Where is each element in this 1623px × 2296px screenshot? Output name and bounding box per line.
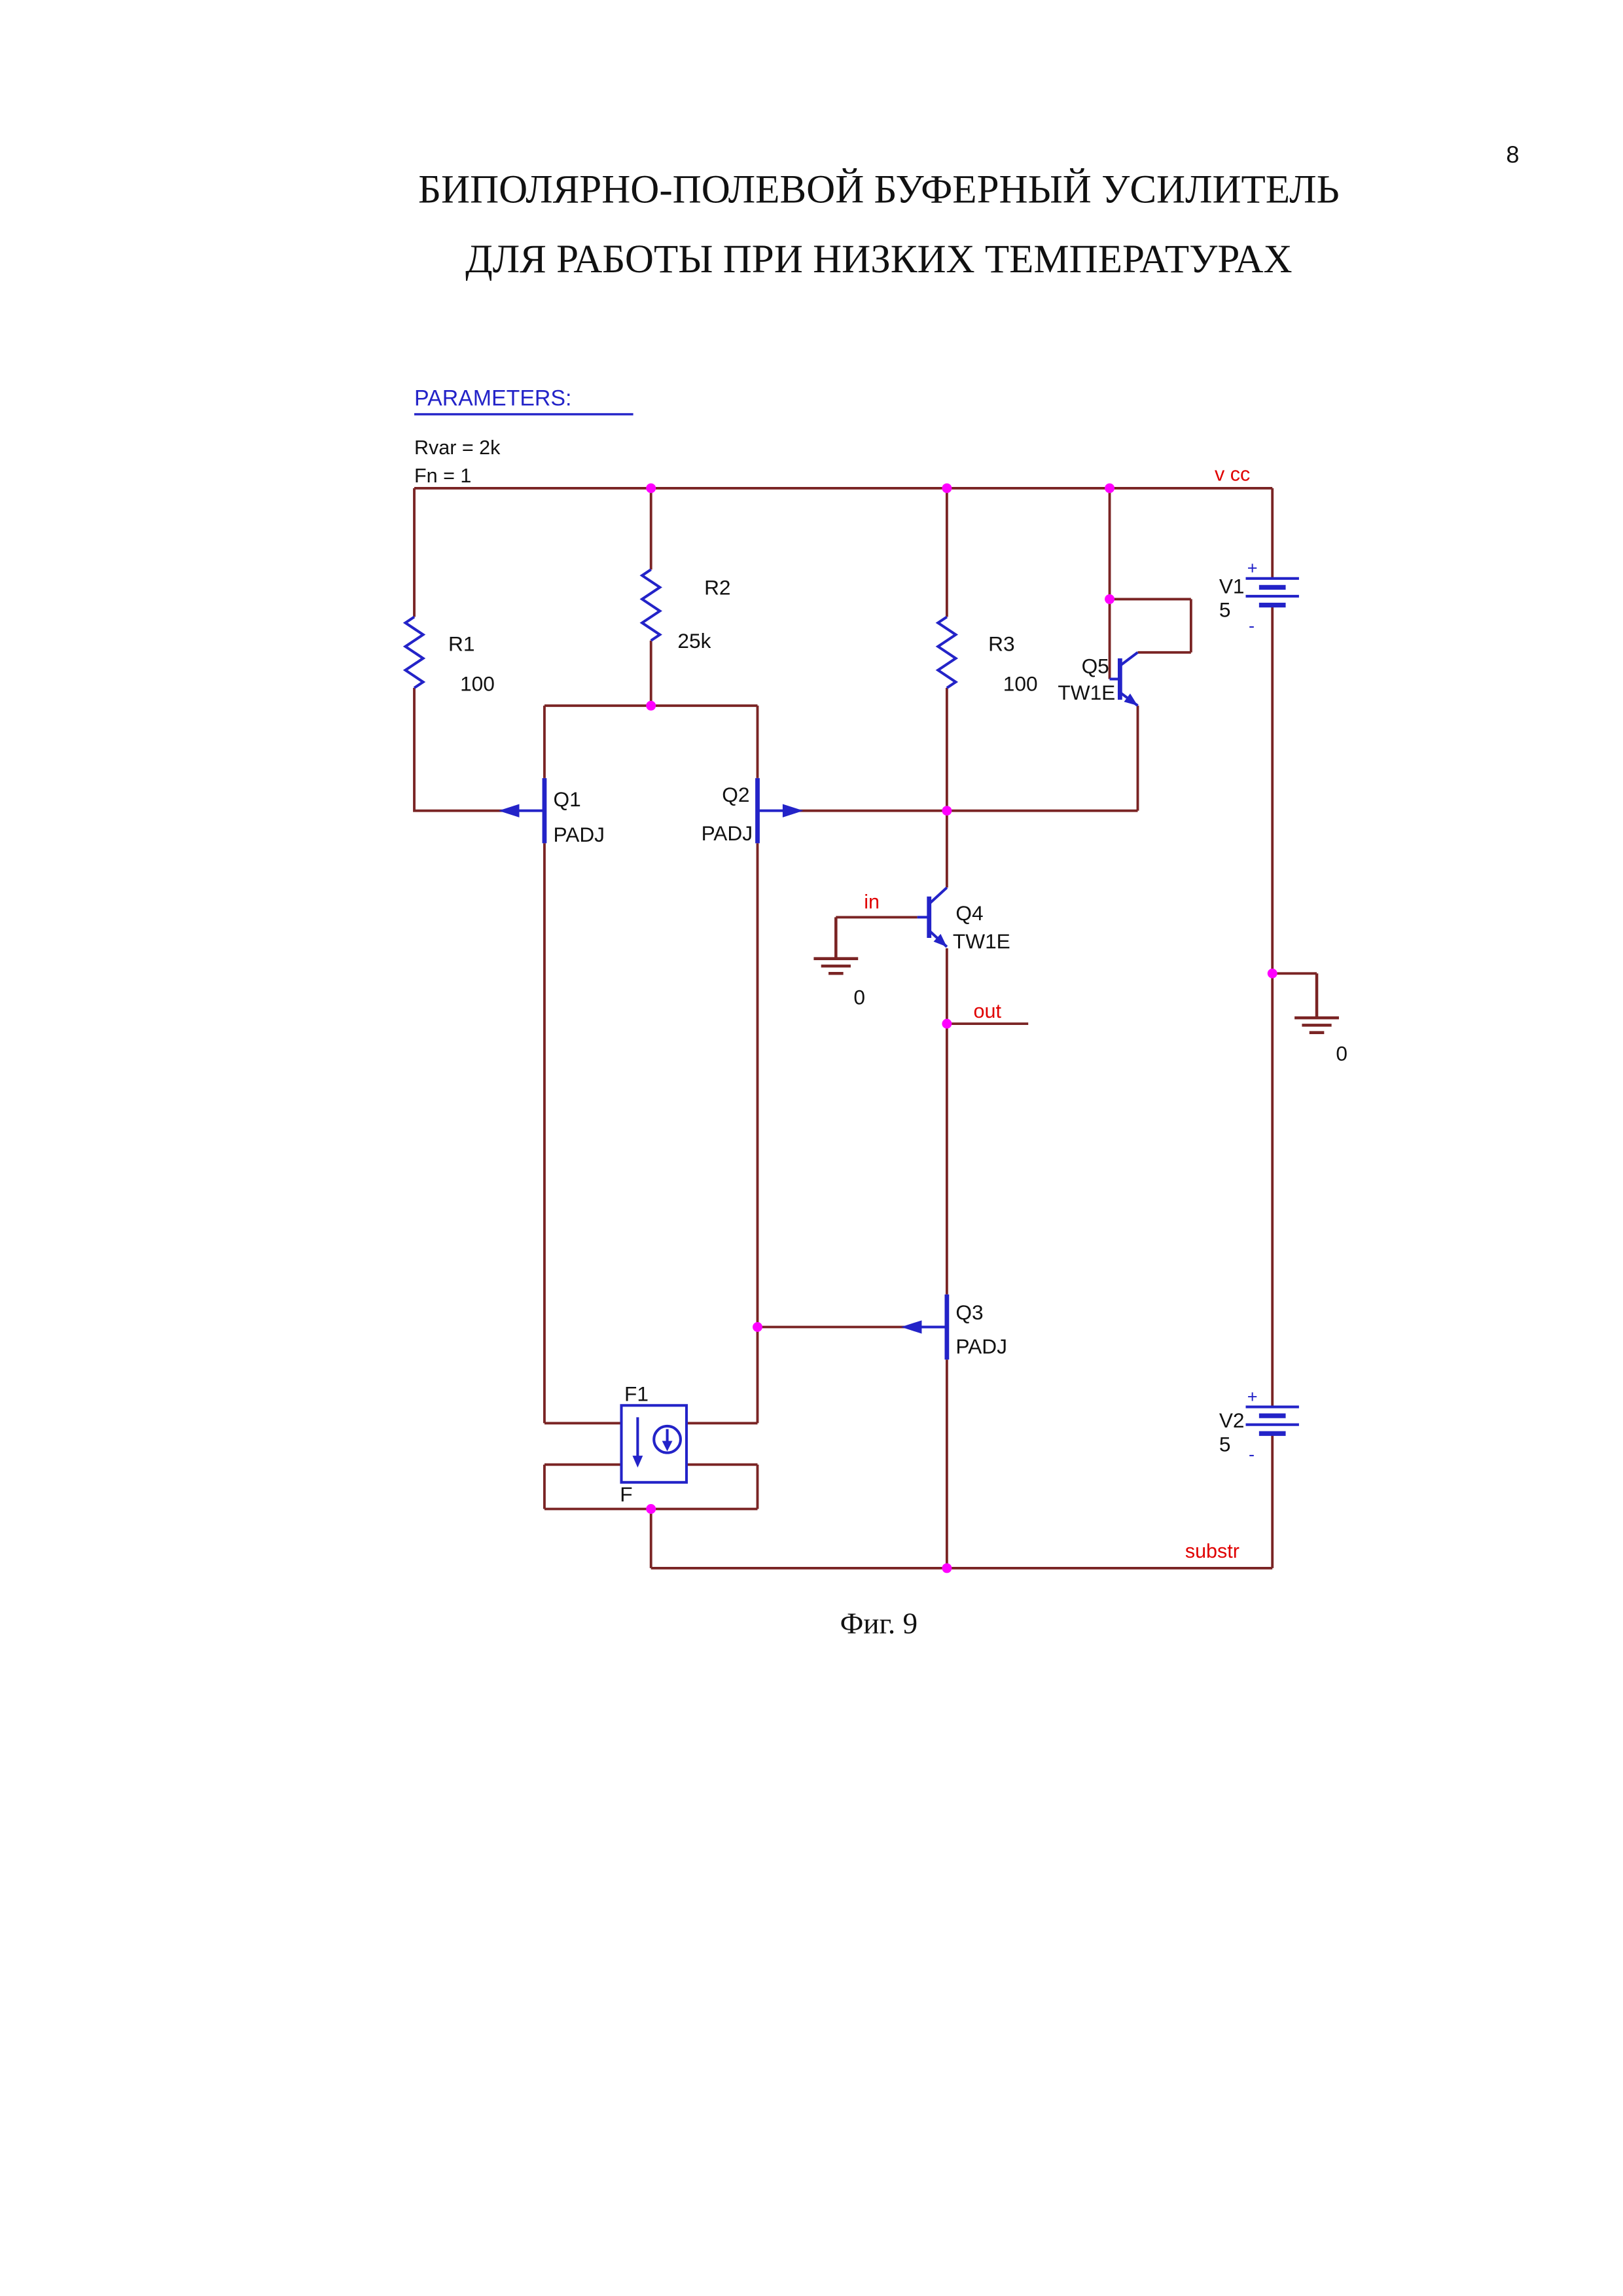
junction-dot <box>646 1504 656 1514</box>
transistor-q2: Q2 PADJ <box>702 778 804 845</box>
q3-value-label: PADJ <box>955 1335 1007 1358</box>
junction-dots <box>646 483 1277 1573</box>
net-label-vcc: v cc <box>1215 463 1250 486</box>
parameters-block: PARAMETERS: Rvar = 2k Fn = 1 <box>414 386 633 487</box>
sense-arrow-head <box>632 1456 643 1468</box>
transistor-q3: Q3 PADJ <box>901 1294 1007 1360</box>
gate-arrow <box>782 804 804 817</box>
q5-ref-label: Q5 <box>1082 654 1109 677</box>
ground-0-label-in: 0 <box>853 986 865 1009</box>
junction-dot <box>942 1563 952 1573</box>
source-arrow-head <box>662 1441 673 1452</box>
q1-ref-label: Q1 <box>554 787 581 811</box>
transistor-q4: Q4 TW1E <box>917 886 1010 953</box>
parameter-item-fn: Fn = 1 <box>414 465 471 487</box>
bjt-collector <box>1119 651 1139 667</box>
v2-minus-sign: - <box>1249 1444 1255 1464</box>
ground-symbol-in: 0 <box>813 917 865 1009</box>
figure-caption: Фиг. 9 <box>840 1607 918 1640</box>
emitter-arrow <box>1124 693 1138 706</box>
v1-plus-sign: + <box>1247 558 1258 578</box>
v1-ref-label: V1 <box>1219 574 1245 598</box>
v2-plus-sign: + <box>1247 1386 1258 1407</box>
ground-0-label-right: 0 <box>1336 1042 1347 1066</box>
gate-arrow <box>498 804 520 817</box>
emitter-arrow <box>933 933 947 947</box>
q2-ref-label: Q2 <box>722 783 749 806</box>
doc-title-line-2: ДЛЯ РАБОТЫ ПРИ НИЗКИХ ТЕМПЕРАТУРАХ <box>465 238 1292 281</box>
junction-dot <box>1267 968 1277 978</box>
f1-ref-label: F1 <box>624 1382 649 1406</box>
resistor-r2: R2 25k <box>639 568 731 653</box>
parameter-item-rvar: Rvar = 2k <box>414 437 501 459</box>
page-number: 8 <box>1506 141 1519 168</box>
net-label-substr: substr <box>1185 1540 1240 1562</box>
source-f1: F1 F <box>620 1382 688 1506</box>
r2-value-label: 25k <box>677 629 711 653</box>
source-v1: + - V1 5 <box>1219 558 1299 636</box>
transistor-q1: Q1 PADJ <box>498 778 605 846</box>
q4-ref-label: Q4 <box>955 901 983 925</box>
resistor-r1: R1 100 <box>402 615 495 696</box>
r1-value-label: 100 <box>460 672 495 696</box>
gate-arrow <box>901 1320 922 1334</box>
f1-value-label: F <box>620 1482 632 1506</box>
source-circle <box>652 1424 682 1454</box>
net-label-in: in <box>864 891 880 913</box>
v1-minus-sign: - <box>1249 615 1255 636</box>
source-v2: + - V2 5 <box>1219 1386 1299 1464</box>
v1-value-label: 5 <box>1219 598 1231 622</box>
net-label-out: out <box>974 1000 1002 1022</box>
resistor-symbol <box>402 615 426 689</box>
parameters-heading: PARAMETERS: <box>414 386 571 410</box>
v2-value-label: 5 <box>1219 1432 1231 1456</box>
junction-dot <box>942 483 952 493</box>
junction-dot <box>1105 483 1115 493</box>
q1-value-label: PADJ <box>554 823 605 846</box>
circuit: 0 0 R1 100 R2 25k R3 100 Q1 <box>402 463 1347 1573</box>
r1-ref-label: R1 <box>448 632 474 656</box>
transistor-q5: Q5 TW1E <box>1058 651 1139 707</box>
f-source-box <box>620 1404 688 1484</box>
junction-dot <box>646 483 656 493</box>
q3-ref-label: Q3 <box>955 1300 983 1324</box>
resistor-symbol <box>935 615 959 689</box>
v2-ref-label: V2 <box>1219 1408 1245 1432</box>
r3-ref-label: R3 <box>988 632 1014 656</box>
resistor-symbol <box>639 568 662 642</box>
junction-dot <box>942 1018 952 1029</box>
junction-dot <box>753 1322 762 1332</box>
junction-dot <box>1105 594 1115 604</box>
bjt-collector <box>928 886 948 905</box>
doc-title-line-1: БИПОЛЯРНО-ПОЛЕВОЙ БУФЕРНЫЙ УСИЛИТЕЛЬ <box>418 168 1340 212</box>
r2-ref-label: R2 <box>704 576 730 600</box>
resistor-r3: R3 100 <box>935 615 1038 696</box>
junction-dot <box>646 700 656 711</box>
r3-value-label: 100 <box>1003 672 1038 696</box>
junction-dot <box>942 806 952 816</box>
circuit-wiring <box>413 486 1317 1570</box>
q4-value-label: TW1E <box>953 929 1010 953</box>
q2-value-label: PADJ <box>702 821 753 845</box>
ground-symbol-right: 0 <box>1294 973 1347 1066</box>
q5-value-label: TW1E <box>1058 681 1115 704</box>
